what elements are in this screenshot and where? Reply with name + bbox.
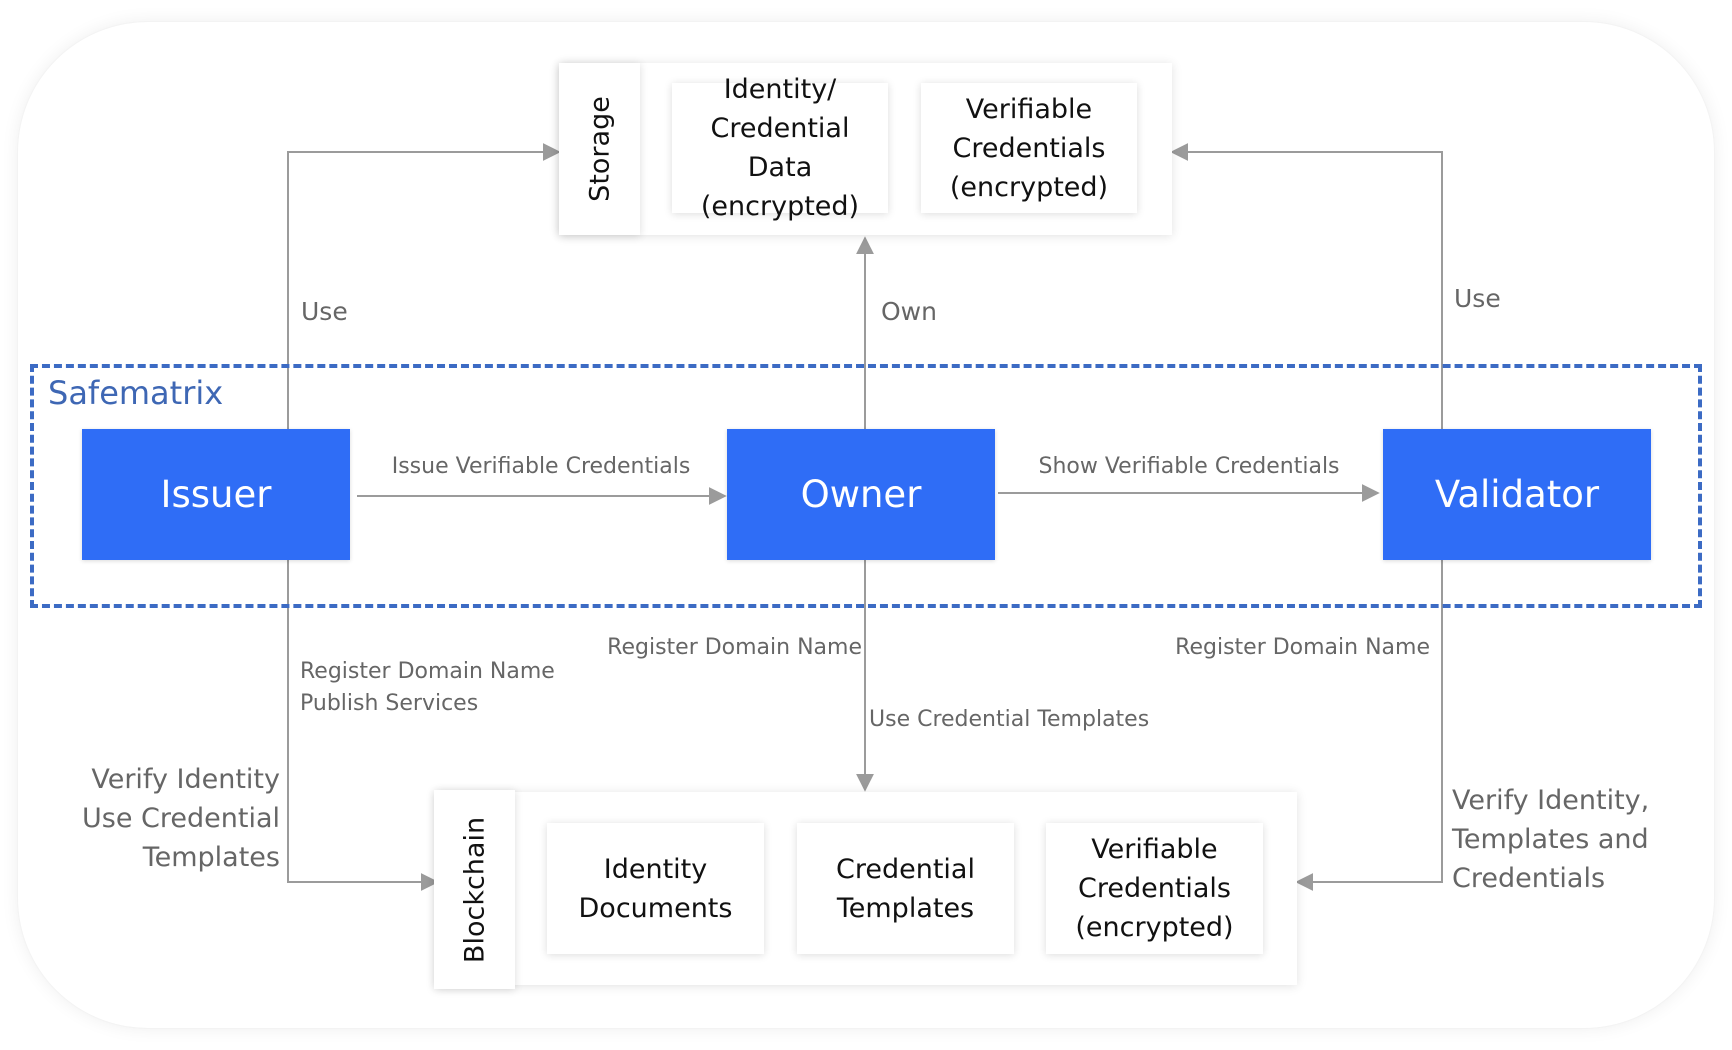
edge-issuer-blockchain bbox=[287, 560, 439, 891]
validator-node[interactable]: Validator bbox=[1383, 429, 1651, 560]
blockchain-card-identity-documents: Identity Documents bbox=[547, 823, 764, 954]
edge-validator-storage bbox=[1170, 143, 1443, 429]
label-validator-use: Use bbox=[1454, 284, 1501, 313]
storage-tag: Storage bbox=[559, 63, 640, 235]
label-validator-register: Register Domain Name bbox=[1175, 635, 1430, 660]
label-owner-own: Own bbox=[881, 297, 937, 326]
label-owner-register: Register Domain Name bbox=[607, 635, 862, 660]
storage-label: Storage bbox=[584, 96, 615, 202]
blockchain-tag: Blockchain bbox=[434, 790, 515, 989]
blockchain-card-verifiable-credentials: Verifiable Credentials (encrypted) bbox=[1046, 823, 1263, 954]
label-owner-use-templates: Use Credential Templates bbox=[869, 707, 1150, 732]
label-issuer-verify: Verify Identity Use Credential Templates bbox=[82, 764, 280, 873]
blockchain-card-credential-templates: Credential Templates bbox=[797, 823, 1014, 954]
label-validator-verify: Verify Identity, Templates and Credentia… bbox=[1452, 785, 1650, 894]
edge-validator-blockchain bbox=[1295, 560, 1443, 891]
owner-node[interactable]: Owner bbox=[727, 429, 995, 560]
label-issue-verifiable-credentials: Issue Verifiable Credentials bbox=[391, 454, 691, 479]
issuer-node[interactable]: Issuer bbox=[82, 429, 350, 560]
storage-card-verifiable-credentials: Verifiable Credentials (encrypted) bbox=[921, 83, 1137, 213]
label-issuer-register-publish: Register Domain Name Publish Services bbox=[300, 659, 555, 716]
blockchain-label: Blockchain bbox=[459, 816, 490, 963]
safematrix-title: Safematrix bbox=[48, 374, 224, 412]
storage-card-identity-data: Identity/ Credential Data (encrypted) bbox=[672, 74, 888, 222]
label-issuer-use: Use bbox=[301, 297, 348, 326]
safematrix-group bbox=[30, 364, 1702, 608]
edge-issuer-storage bbox=[287, 143, 561, 429]
label-show-verifiable-credentials: Show Verifiable Credentials bbox=[1038, 454, 1340, 479]
